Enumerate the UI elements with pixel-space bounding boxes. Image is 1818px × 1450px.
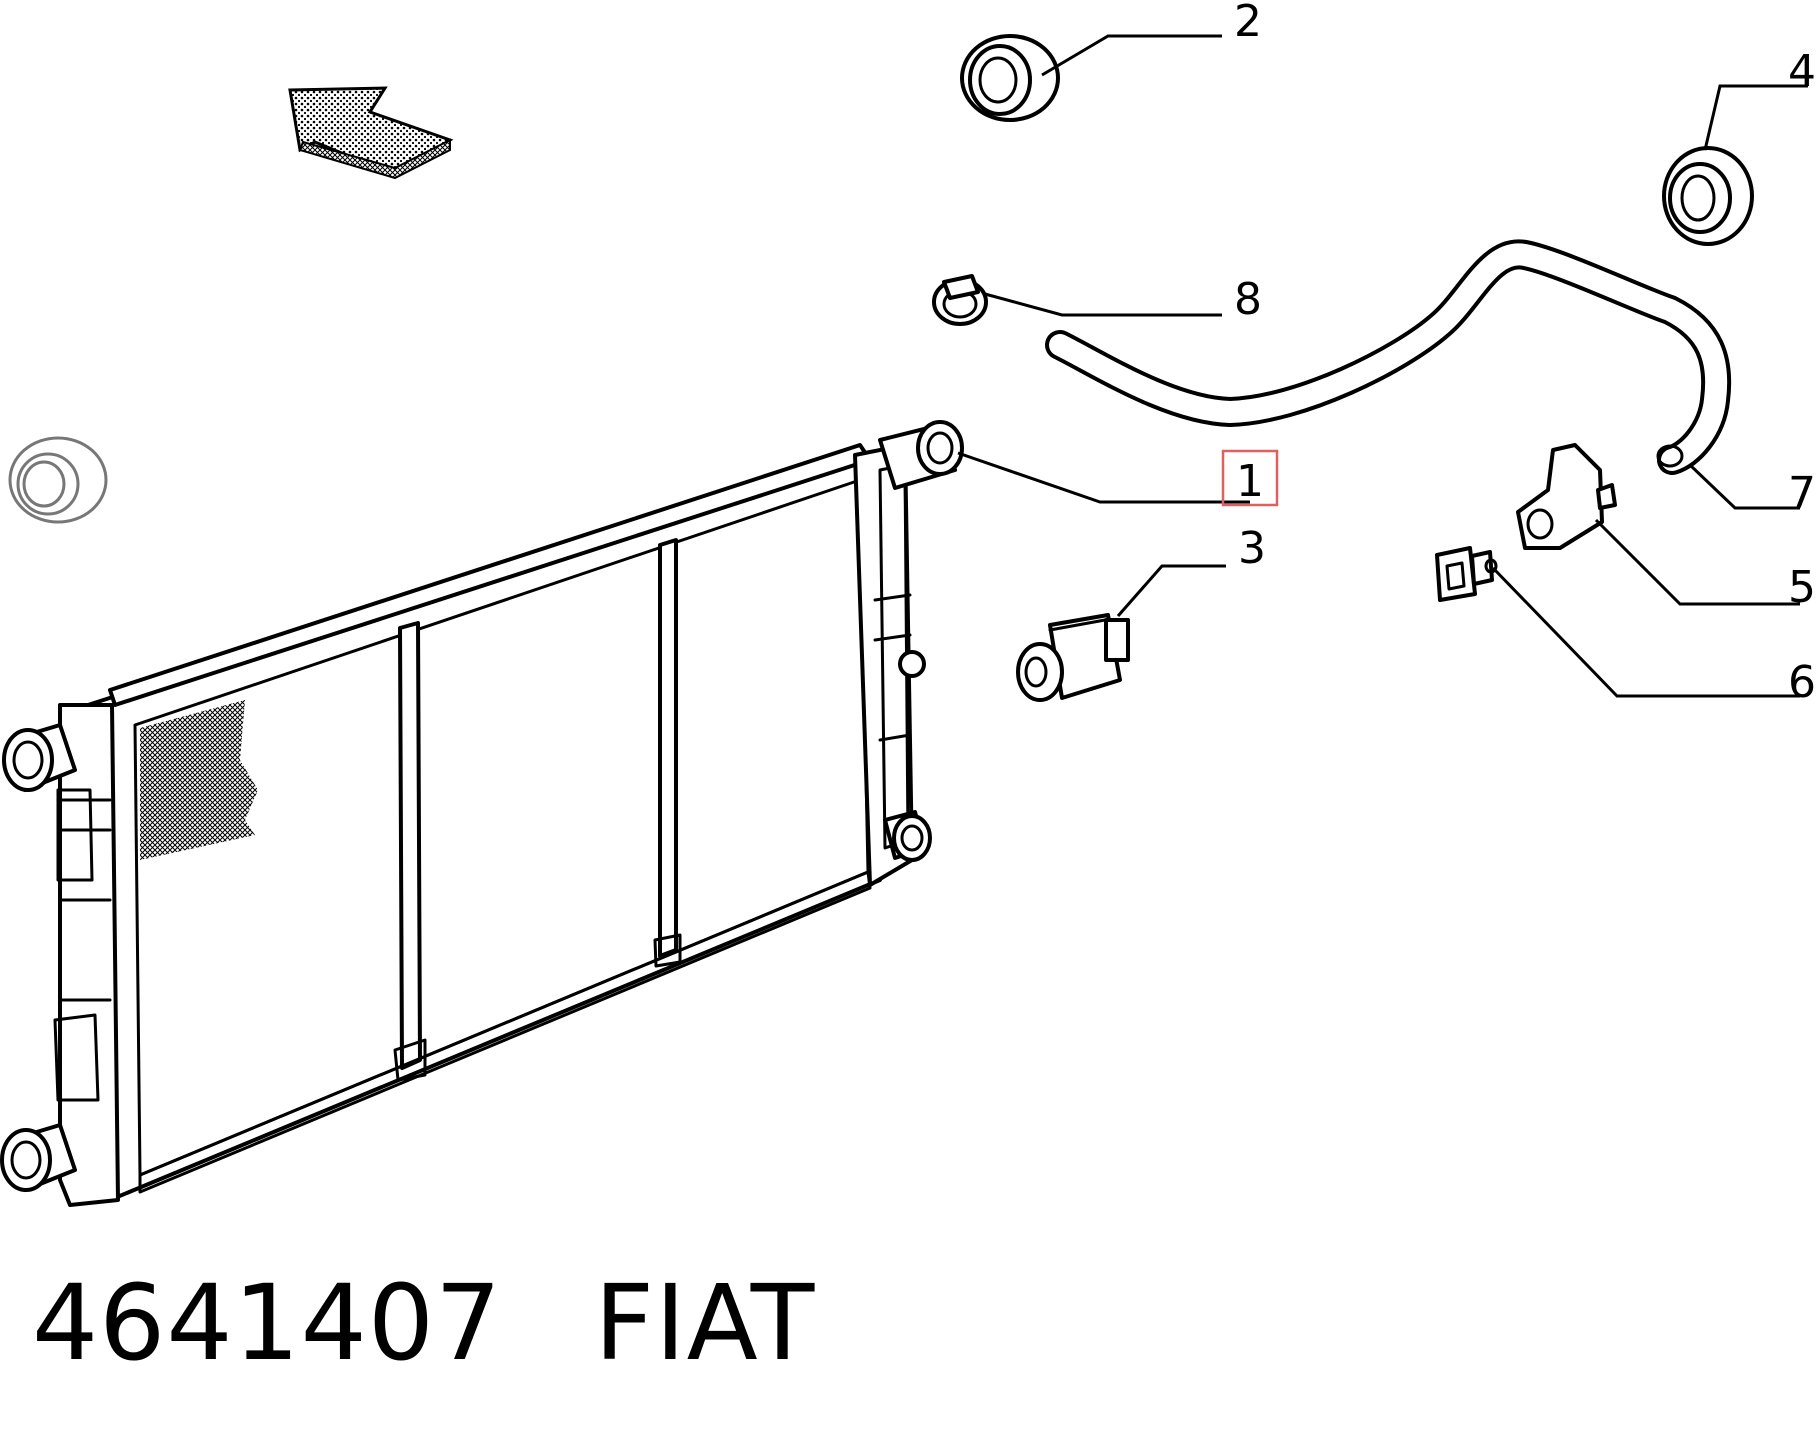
- direction-arrow-icon: [288, 86, 454, 180]
- callout-label-2[interactable]: 2: [1234, 0, 1262, 47]
- radiator-icon: [0, 420, 964, 1207]
- callout-1-highlight-box: [1221, 449, 1279, 507]
- part-number: 4641407: [32, 1262, 503, 1384]
- sensor-part-3-icon: [1016, 613, 1130, 702]
- callout-label-4[interactable]: 4: [1788, 46, 1816, 97]
- hose-clamp-part-8-icon: [932, 274, 988, 326]
- bleed-screw-part-6-icon: [1435, 546, 1498, 602]
- hose-part-7-icon: [1045, 239, 1732, 475]
- callout-label-5[interactable]: 5: [1788, 562, 1816, 613]
- grommet-part-4-icon: [1662, 146, 1754, 246]
- brand-name: FIAT: [594, 1262, 816, 1384]
- callout-label-6[interactable]: 6: [1788, 657, 1816, 708]
- callout-label-3[interactable]: 3: [1238, 523, 1266, 574]
- part-footer: 4641407 FIAT: [32, 1262, 815, 1384]
- bracket-part-5-icon: [1516, 443, 1617, 550]
- callout-label-8[interactable]: 8: [1234, 274, 1262, 325]
- leader-lines: [957, 34, 1808, 698]
- grommet-grey-icon: [8, 436, 108, 524]
- callout-label-1[interactable]: 1: [1236, 456, 1264, 507]
- callout-label-7[interactable]: 7: [1788, 468, 1816, 519]
- grommet-part-2-icon: [960, 34, 1060, 122]
